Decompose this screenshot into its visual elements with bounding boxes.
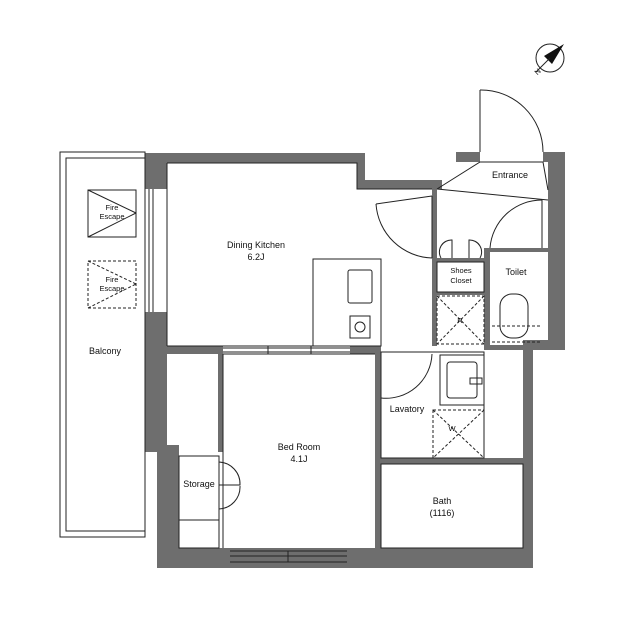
interior-lines bbox=[166, 161, 549, 549]
bed-room-size: 4.1J bbox=[290, 454, 307, 464]
bed-room-label: Bed Room bbox=[278, 442, 321, 452]
washer-space bbox=[432, 409, 485, 459]
refrigerator-label: R bbox=[457, 316, 463, 325]
toilet-door bbox=[489, 199, 543, 249]
balcony-label: Balcony bbox=[89, 346, 122, 356]
door-dk bbox=[375, 195, 433, 259]
shoes-closet-label-line2: Closet bbox=[450, 276, 472, 285]
fire-escape-hatch-2 bbox=[87, 260, 137, 309]
entrance-door bbox=[479, 89, 544, 153]
lavatory-label: Lavatory bbox=[390, 404, 425, 414]
storage-label: Storage bbox=[183, 479, 215, 489]
fire-escape-2-label-line1: Fire bbox=[106, 275, 119, 284]
toilet-fixture bbox=[492, 293, 540, 343]
dining-kitchen-size: 6.2J bbox=[247, 252, 264, 262]
balcony bbox=[59, 151, 154, 538]
bath-size: (1116) bbox=[430, 508, 455, 518]
fire-escape-2-label-line2: Escape bbox=[99, 284, 124, 293]
entrance-label: Entrance bbox=[492, 170, 528, 180]
dining-kitchen-label: Dining Kitchen bbox=[227, 240, 285, 250]
lavatory-door bbox=[380, 353, 433, 399]
fire-escape-1-label-line2: Escape bbox=[99, 212, 124, 221]
shoes-closet bbox=[436, 239, 485, 293]
north-arrow-icon bbox=[535, 43, 565, 73]
shoes-closet-label-line1: Shoes bbox=[450, 266, 472, 275]
sliding-door-dk-bed bbox=[223, 346, 350, 354]
toilet-label: Toilet bbox=[505, 267, 527, 277]
kitchen-counter bbox=[312, 258, 382, 347]
walls bbox=[145, 152, 565, 568]
washbasin bbox=[439, 354, 485, 406]
compass-north-label: N bbox=[533, 67, 543, 77]
washer-label: W bbox=[448, 424, 456, 433]
bed-room-window bbox=[230, 550, 347, 563]
fire-escape-hatch-1 bbox=[87, 189, 137, 238]
storage-closet bbox=[178, 455, 241, 549]
fire-escape-1-label-line1: Fire bbox=[106, 203, 119, 212]
bath-label: Bath bbox=[433, 496, 452, 506]
refrigerator-space bbox=[436, 295, 485, 345]
